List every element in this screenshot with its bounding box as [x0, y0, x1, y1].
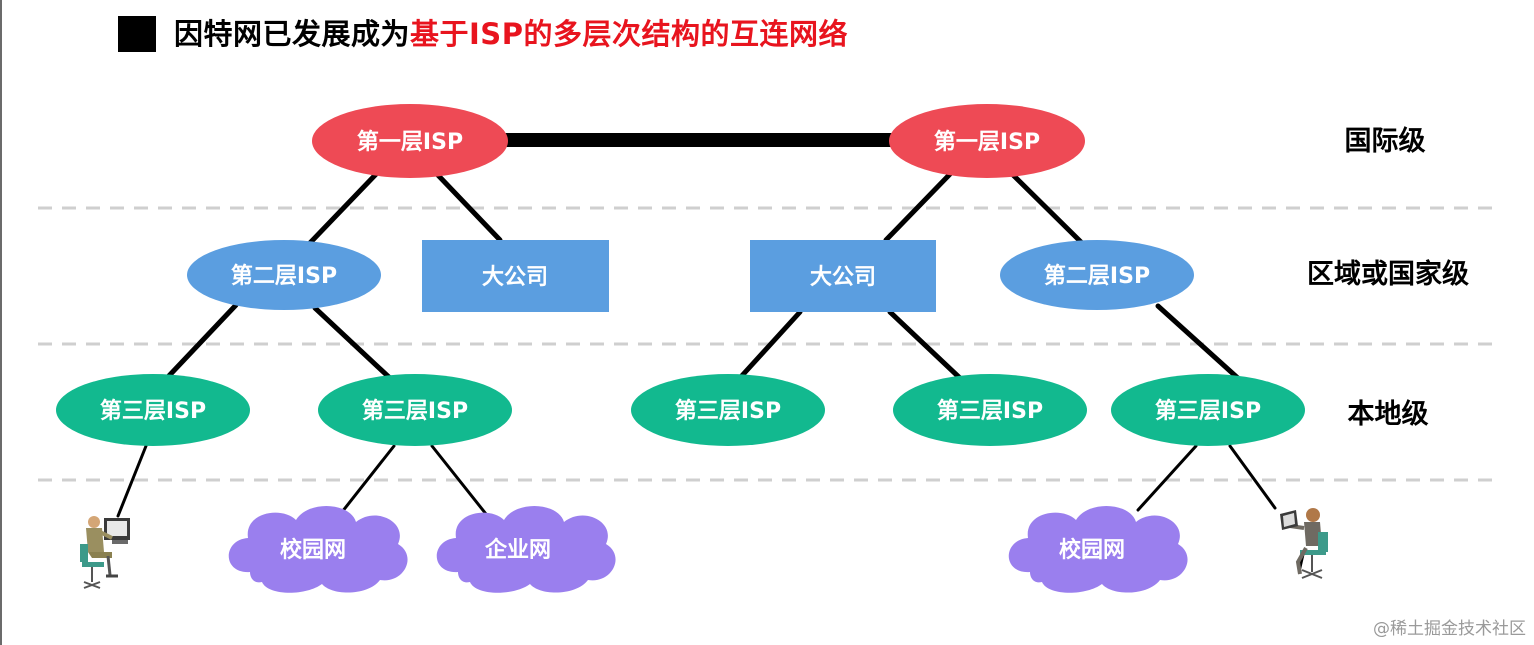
tier3-isp-3-label: 第三层ISP	[675, 398, 781, 424]
link-tier3-2-enterprise	[430, 444, 488, 516]
link-tier3-1-user	[116, 444, 148, 518]
tier3-isp-5-label: 第三层ISP	[1155, 398, 1261, 424]
campus-network-left: 校园网	[228, 505, 408, 593]
tier1-isp-right: 第一层ISP	[889, 104, 1085, 178]
campus-network-right-label: 校园网	[1059, 537, 1125, 563]
link-tier3-2-campus	[340, 444, 396, 514]
watermark: @稀土掘金技术社区	[1373, 619, 1526, 639]
tier1-isp-left-label: 第一层ISP	[357, 129, 463, 155]
link-tier2r-tier3-5	[1155, 303, 1243, 383]
tier3-isp-3: 第三层ISP	[631, 374, 825, 446]
company-left-label: 大公司	[482, 265, 548, 290]
slide-title: 因特网已发展成为基于ISP的多层次结构的互连网络	[174, 13, 848, 55]
enterprise-network: 企业网	[436, 505, 616, 593]
laptop-user-icon	[1280, 508, 1328, 579]
tier3-isp-4: 第三层ISP	[893, 374, 1087, 446]
level-label-local: 本地级	[1348, 398, 1429, 430]
tier3-isp-4-label: 第三层ISP	[937, 398, 1043, 424]
tier1-isp-left: 第一层ISP	[312, 104, 508, 178]
link-tier3-5-campus	[1136, 444, 1198, 512]
title-red-part: 基于ISP的多层次结构的互连网络	[410, 17, 848, 51]
title-bullet	[118, 16, 156, 52]
link-tier1l-company	[432, 169, 503, 243]
company-left: 大公司	[422, 240, 609, 312]
link-tier1r-company	[883, 169, 955, 243]
tier2-isp-right-label: 第二层ISP	[1044, 263, 1150, 289]
company-right: 大公司	[750, 240, 936, 312]
company-right-label: 大公司	[810, 265, 876, 290]
campus-network-right: 校园网	[1008, 505, 1188, 593]
access-links	[116, 444, 1277, 518]
link-tier1l-tier2l	[305, 167, 383, 248]
tier1-isp-right-label: 第一层ISP	[934, 129, 1040, 155]
tier2-isp-left: 第二层ISP	[187, 240, 381, 310]
tier3-isp-1-label: 第三层ISP	[100, 398, 206, 424]
tier3-isp-1: 第三层ISP	[56, 374, 250, 446]
tier3-isp-2-label: 第三层ISP	[362, 398, 468, 424]
link-tier2l-tier3-1	[162, 302, 239, 383]
link-companyr-tier3-4	[887, 309, 965, 383]
level-label-international: 国际级	[1345, 125, 1426, 157]
left-border	[0, 0, 2, 645]
link-companyr-tier3-3	[735, 309, 803, 383]
link-tier1r-tier2r	[1005, 167, 1085, 246]
desktop-user-icon	[80, 516, 130, 589]
tier3-isp-5: 第三层ISP	[1111, 374, 1305, 446]
tier2-isp-right: 第二层ISP	[1000, 240, 1194, 310]
level-label-regional: 区域或国家级	[1307, 258, 1469, 290]
tier3-isp-2: 第三层ISP	[318, 374, 512, 446]
campus-network-left-label: 校园网	[280, 537, 346, 563]
link-tier3-5-user	[1228, 444, 1277, 510]
enterprise-network-label: 企业网	[484, 537, 551, 563]
title-black-part: 因特网已发展成为	[174, 17, 411, 51]
connections	[162, 133, 1243, 383]
link-tier2l-tier3-2	[312, 305, 395, 383]
tier2-isp-left-label: 第二层ISP	[231, 263, 337, 289]
